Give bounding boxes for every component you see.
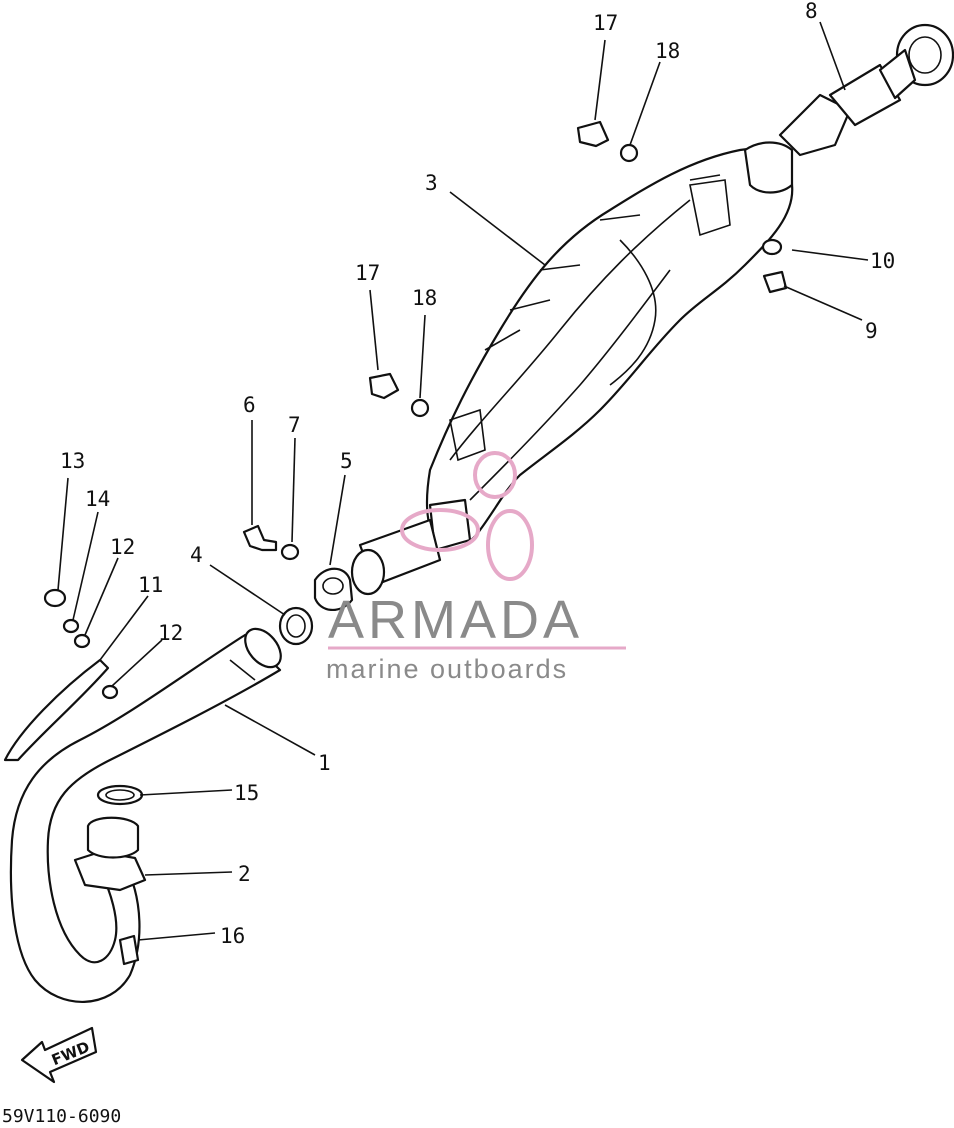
callout-4: 4 xyxy=(190,543,203,567)
watermark: ARMADA marine outboards xyxy=(326,451,626,684)
callout-1: 1 xyxy=(318,751,331,775)
callout-numbers: 17 18 8 3 10 9 17 18 6 7 5 13 14 12 4 11… xyxy=(60,0,895,948)
callout-2: 2 xyxy=(238,862,251,886)
callout-13: 13 xyxy=(60,449,85,473)
callout-17-top: 17 xyxy=(593,11,618,35)
drawing-code: 59V110-6090 xyxy=(2,1106,121,1127)
watermark-tagline: marine outboards xyxy=(326,654,568,684)
callout-10: 10 xyxy=(870,249,895,273)
callout-3: 3 xyxy=(425,171,438,195)
exhaust-pipe-part-1 xyxy=(9,627,282,1003)
callout-8: 8 xyxy=(805,0,818,23)
callout-18-mid: 18 xyxy=(412,286,437,310)
callout-18-top: 18 xyxy=(655,39,680,63)
heat-guard-part-11 xyxy=(3,658,110,762)
callout-5: 5 xyxy=(340,449,353,473)
callout-12-lower: 12 xyxy=(158,621,183,645)
small-parts xyxy=(43,120,788,966)
callout-17-mid: 17 xyxy=(355,261,380,285)
callout-9: 9 xyxy=(865,319,878,343)
forward-arrow: FWD xyxy=(20,1026,98,1084)
watermark-logo-icon xyxy=(400,451,534,581)
callout-15: 15 xyxy=(234,781,259,805)
callout-14: 14 xyxy=(85,487,110,511)
callout-11: 11 xyxy=(138,573,163,597)
callout-7: 7 xyxy=(288,413,301,437)
leader-lines xyxy=(57,21,869,941)
muffler-part-3 xyxy=(350,141,794,596)
callout-12-upper: 12 xyxy=(110,535,135,559)
watermark-brand: ARMADA xyxy=(328,590,583,650)
callout-16: 16 xyxy=(220,924,245,948)
tailpipe-part-8 xyxy=(778,23,954,157)
callout-6: 6 xyxy=(243,393,256,417)
flange-part-2 xyxy=(73,784,147,892)
